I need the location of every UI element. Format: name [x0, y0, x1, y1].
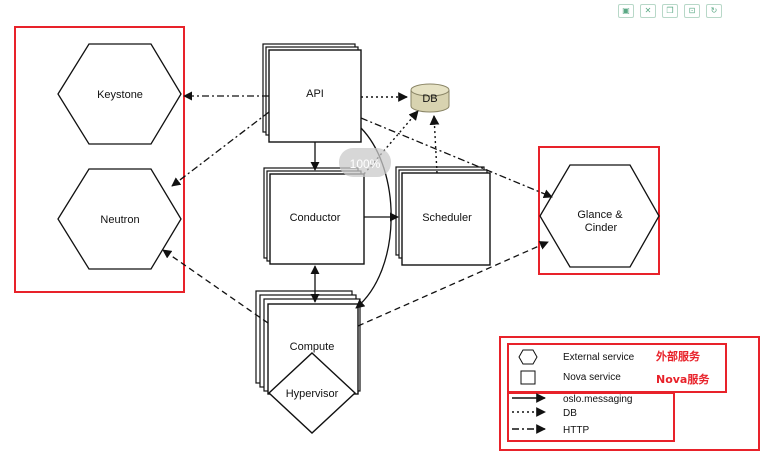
hypervisor-label: Hypervisor [286, 388, 339, 400]
hypervisor-node [267, 352, 357, 434]
edge-api-compute-curve [355, 127, 392, 309]
scheduler-label: Scheduler [422, 212, 472, 224]
glance-label: Glance & [577, 209, 623, 221]
edge-compute-neutron [162, 249, 269, 324]
edge-api-glance [360, 117, 553, 199]
edge-api-neutron [171, 111, 270, 187]
chart-icon[interactable]: ⊡ [684, 4, 700, 18]
copy-icon[interactable]: ❐ [662, 4, 678, 18]
api-node [262, 43, 362, 143]
glance-cinder-node [539, 164, 660, 268]
close-icon[interactable]: ✕ [640, 4, 656, 18]
api-label: API [306, 88, 324, 100]
legend-nova-service: Nova service [563, 372, 621, 383]
conductor-label: Conductor [290, 212, 341, 224]
glance-cinder-highlight [538, 146, 660, 275]
neutron-label: Neutron [100, 214, 139, 226]
compute-label: Compute [290, 341, 335, 353]
keystone-label: Keystone [97, 89, 143, 101]
image-icon[interactable]: ▣ [618, 4, 634, 18]
db-node [410, 83, 450, 113]
zoom-indicator: 100% [339, 148, 391, 177]
legend-nova-service-cn: Nova服务 [656, 372, 710, 386]
legend-external-service: External service [563, 352, 635, 363]
edge-conductor-db [363, 110, 419, 175]
legend: External service 外部服务 Nova service Nova服… [499, 336, 760, 451]
conductor-node [263, 167, 365, 265]
legend-http: HTTP [563, 425, 589, 436]
refresh-icon[interactable]: ↻ [706, 4, 722, 18]
legend-square-icon [520, 370, 536, 385]
legend-hexagon-icon [518, 349, 538, 365]
legend-oslo-messaging: oslo.messaging [563, 394, 632, 405]
external-services-highlight [14, 26, 185, 293]
edge-scheduler-db [429, 115, 440, 174]
zoom-indicator-label: 100% [350, 157, 381, 171]
edge-compute-glance [357, 241, 549, 327]
neutron-node [57, 168, 182, 270]
keystone-node [57, 43, 182, 145]
legend-db: DB [563, 408, 577, 419]
scheduler-node [395, 166, 491, 266]
legend-external-service-cn: 外部服务 [655, 349, 701, 363]
cinder-label: Cinder [585, 222, 618, 234]
db-label: DB [422, 93, 437, 105]
